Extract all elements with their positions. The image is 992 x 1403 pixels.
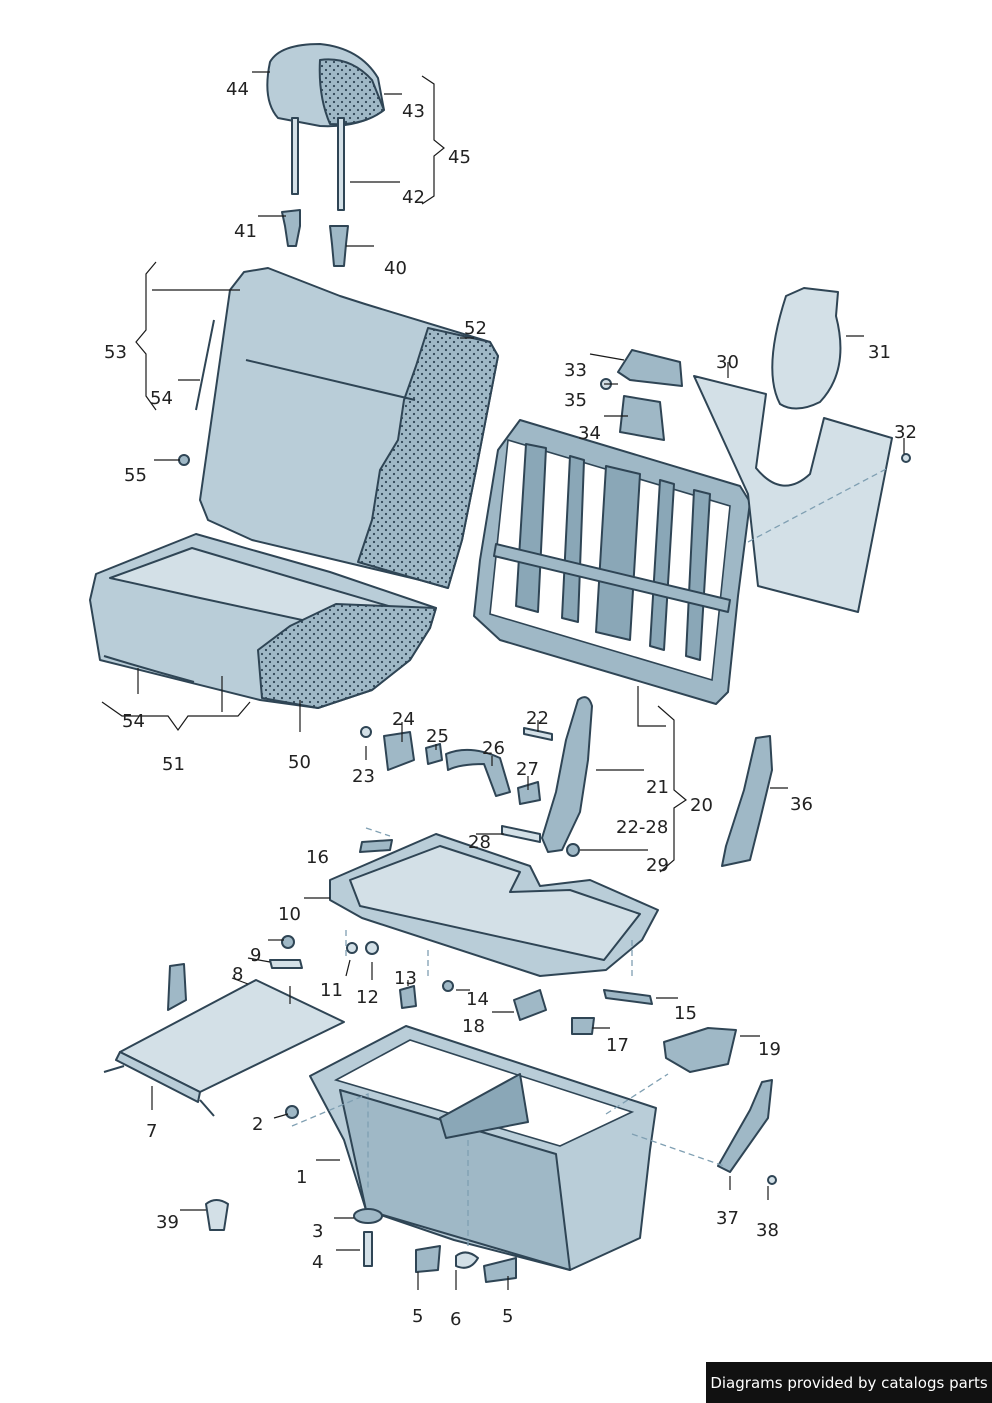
callout-18: 18	[462, 1016, 485, 1037]
callout-33: 33	[564, 360, 587, 381]
callout-24: 24	[392, 709, 415, 730]
label-16	[359, 839, 393, 853]
callout-39: 39	[156, 1212, 179, 1233]
callout-42: 42	[402, 187, 425, 208]
backrest-cushion	[199, 267, 499, 589]
clip-55	[178, 454, 190, 466]
headrest-guide-40	[329, 225, 349, 267]
recliner-bracket-21	[541, 696, 593, 853]
callout-2: 2	[252, 1114, 263, 1135]
callout-23: 23	[352, 766, 375, 787]
callout-12: 12	[356, 987, 379, 1008]
callout-35: 35	[564, 390, 587, 411]
callout-54-backrest: 54	[150, 388, 173, 409]
backrest-frame	[473, 419, 751, 705]
callout-34: 34	[578, 423, 601, 444]
headrest-guide-41	[281, 209, 301, 247]
callout-31: 31	[868, 342, 891, 363]
callout-11: 11	[320, 980, 343, 1001]
callout-3: 3	[312, 1221, 323, 1242]
callout-43: 43	[402, 101, 425, 122]
backrest-rod-54	[195, 319, 215, 411]
callout-50: 50	[288, 752, 311, 773]
bolt-22	[523, 727, 553, 741]
callout-53: 53	[104, 342, 127, 363]
tray	[103, 963, 345, 1117]
bolt-28	[501, 825, 541, 843]
callout-44: 44	[226, 79, 249, 100]
screw-38	[767, 1175, 777, 1185]
callout-5-left: 5	[412, 1306, 423, 1327]
headrest	[266, 43, 385, 211]
callout-10: 10	[278, 904, 301, 925]
callout-52: 52	[464, 318, 487, 339]
callout-51: 51	[162, 754, 185, 775]
callout-29: 29	[646, 855, 669, 876]
callout-54-seat: 54	[122, 711, 145, 732]
callout-19: 19	[758, 1039, 781, 1060]
callout-40: 40	[384, 258, 407, 279]
callout-38: 38	[756, 1220, 779, 1241]
storage-box	[309, 1025, 657, 1271]
seat-pan-frame	[329, 833, 659, 977]
side-trim	[721, 735, 773, 867]
callout-28: 28	[468, 832, 491, 853]
callout-45: 45	[448, 147, 471, 168]
nut-2	[285, 1105, 299, 1119]
callout-14: 14	[466, 989, 489, 1010]
nut-29	[566, 843, 580, 857]
side-bracket-19	[663, 1027, 737, 1073]
callout-26: 26	[482, 738, 505, 759]
side-cover-37	[717, 1079, 773, 1173]
callout-22: 22	[526, 708, 549, 729]
alignment-lines	[291, 467, 889, 1246]
callout-20: 20	[690, 795, 713, 816]
callout-55: 55	[124, 465, 147, 486]
latch-handle-33	[617, 349, 683, 387]
callout-8: 8	[232, 964, 243, 985]
callout-labels: 44 43 45 42 41 40 53 54 55 52 33 35 34 3…	[104, 79, 917, 1330]
callout-17: 17	[606, 1035, 629, 1056]
clip-32	[901, 453, 911, 463]
small-parts-23-27	[360, 726, 541, 805]
leader-lines	[101, 71, 905, 1290]
latch-bracket-34	[619, 395, 665, 441]
callout-22-28: 22-28	[616, 817, 668, 838]
callout-16: 16	[306, 847, 329, 868]
callout-4: 4	[312, 1252, 323, 1273]
seat-cushion	[89, 533, 437, 709]
callout-9: 9	[250, 945, 261, 966]
callout-27: 27	[516, 759, 539, 780]
callout-30: 30	[716, 352, 739, 373]
back-cover	[771, 287, 842, 410]
callout-1: 1	[296, 1167, 307, 1188]
callout-37: 37	[716, 1208, 739, 1229]
footer-badge: Diagrams provided by catalogs parts	[706, 1362, 992, 1403]
callout-5-right: 5	[502, 1306, 513, 1327]
callout-41: 41	[234, 221, 257, 242]
callout-36: 36	[790, 794, 813, 815]
callout-32: 32	[894, 422, 917, 443]
back-panel	[693, 375, 893, 613]
callout-13: 13	[394, 968, 417, 989]
callout-7: 7	[146, 1121, 157, 1142]
callout-25: 25	[426, 726, 449, 747]
seat-rod-54	[103, 655, 195, 683]
callout-6: 6	[450, 1309, 461, 1330]
small-parts-9-18	[269, 935, 653, 1035]
callout-15: 15	[674, 1003, 697, 1024]
callout-21: 21	[646, 777, 669, 798]
